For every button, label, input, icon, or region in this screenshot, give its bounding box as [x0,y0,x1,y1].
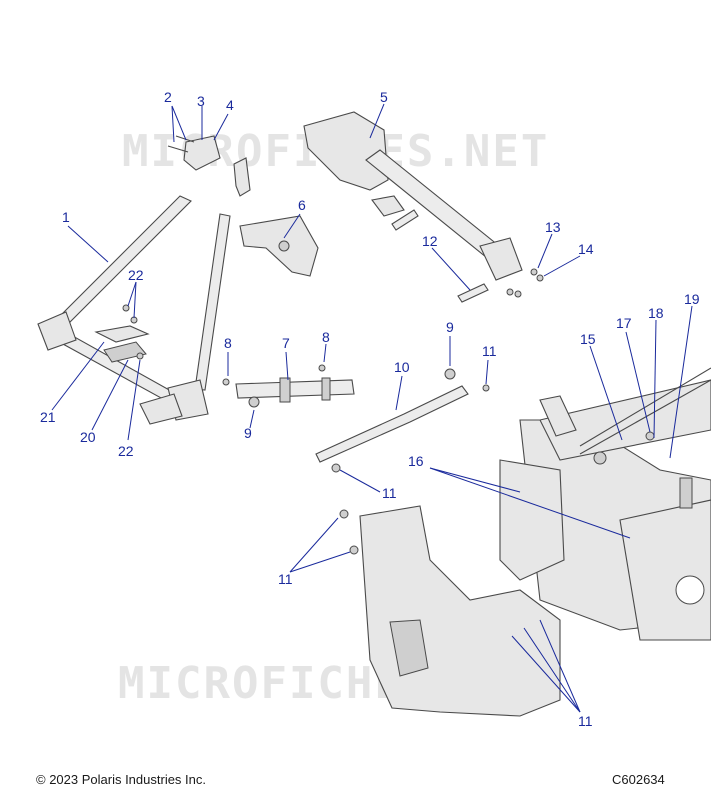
callout-20: 20 [80,429,96,445]
callout-19: 19 [684,291,700,307]
callout-14: 14 [578,241,594,257]
callout-11-left: 11 [278,571,293,587]
callout-2: 2 [164,89,172,105]
callout-22-bottom: 22 [118,443,134,459]
callout-21: 21 [40,409,56,425]
callout-8-left: 8 [224,335,232,351]
callout-numbers: 1 2 3 4 5 6 7 8 8 9 9 10 11 11 11 11 12 … [40,89,700,729]
callout-11-mid: 11 [382,485,397,501]
callout-15: 15 [580,331,596,347]
callout-1: 1 [62,209,70,225]
callout-8-right: 8 [322,329,330,345]
part-2-3-4-bracket-set [167,135,251,197]
callout-11-bottom: 11 [578,713,593,729]
part-6-mount-plate [239,215,319,277]
callout-13: 13 [545,219,561,235]
callout-9-right: 9 [446,319,454,335]
callout-6: 6 [298,197,306,213]
part-12-small-link [391,209,489,303]
callout-5: 5 [380,89,388,105]
part-5-upper-cross-member [303,111,523,281]
part-10-link-rod [315,385,469,463]
callout-16: 16 [408,453,424,469]
callout-17: 17 [616,315,632,331]
main-chassis-frame [359,367,711,717]
part-7-strut [235,377,355,403]
copyright-text: © 2023 Polaris Industries Inc. [36,772,206,787]
callout-leaders [51,103,693,713]
callout-3: 3 [197,93,205,109]
callout-4: 4 [226,97,234,113]
callout-22-top: 22 [128,267,144,283]
callout-10: 10 [394,359,410,375]
callout-12: 12 [422,233,438,249]
part-20-21-plates [94,325,150,363]
callout-11-top: 11 [482,343,497,359]
callout-9-left: 9 [244,425,252,441]
callout-7: 7 [282,335,290,351]
callout-18: 18 [648,305,664,321]
figure-id: C602634 [612,772,665,787]
part-1-upper-frame-tube [37,195,231,425]
